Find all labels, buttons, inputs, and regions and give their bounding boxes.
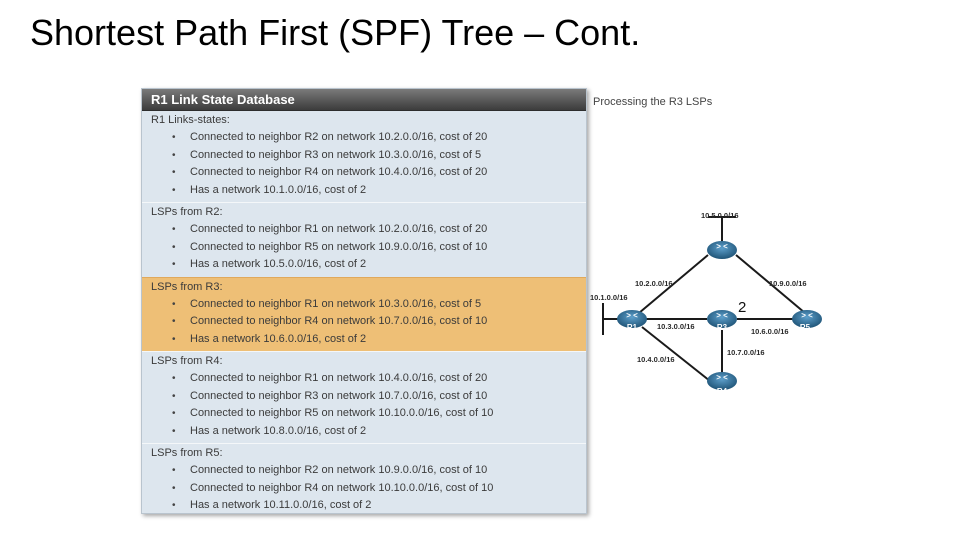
section-title: LSPs from R3: — [151, 280, 223, 293]
router-symbol: > < — [716, 373, 728, 382]
list-item: Has a network 10.8.0.0/16, cost of 2 — [142, 423, 586, 441]
list-item: Connected to neighbor R1 on network 10.2… — [142, 221, 586, 239]
router-r5: > < R5 — [792, 310, 822, 332]
list-item: Connected to neighbor R1 on network 10.3… — [142, 296, 586, 314]
router-icon — [617, 310, 647, 328]
links — [602, 216, 807, 382]
section-title: R1 Links-states: — [151, 114, 230, 126]
network-topology-diagram: > < R2 > < R1 > < R3 > < R5 > < R4 10.5.… — [590, 211, 822, 396]
network-label: 10.1.0.0/16 — [590, 293, 628, 302]
router-r1: > < R1 — [617, 310, 647, 332]
list-item: Has a network 10.5.0.0/16, cost of 2 — [142, 256, 586, 274]
router-r2: > < R2 — [707, 241, 737, 267]
network-label: 10.4.0.0/16 — [637, 355, 675, 364]
section-lsps-from-r3: LSPs from R3: Connected to neighbor R1 o… — [142, 276, 586, 351]
section-lsps-from-r2: LSPs from R2: Connected to neighbor R1 o… — [142, 202, 586, 277]
link-state-database-panel: R1 Link State Database R1 Links-states: … — [141, 88, 587, 514]
router-icon — [707, 241, 737, 259]
router-icon — [792, 310, 822, 328]
link-r1-r4 — [641, 326, 711, 382]
section-lsps-from-r4: LSPs from R4: Connected to neighbor R1 o… — [142, 351, 586, 443]
list-item: Has a network 10.11.0.0/16, cost of 2 — [142, 497, 586, 515]
list-item: Connected to neighbor R4 on network 10.1… — [142, 480, 586, 498]
section-title: LSPs from R2: — [151, 206, 223, 218]
router-name: R5 — [800, 323, 811, 332]
list-item: Connected to neighbor R3 on network 10.3… — [142, 147, 586, 165]
router-name: R4 — [717, 387, 728, 396]
network-label: 10.7.0.0/16 — [727, 348, 765, 357]
router-icon — [707, 310, 737, 328]
network-label: 10.5.0.0/16 — [701, 211, 739, 220]
list-item: Connected to neighbor R2 on network 10.2… — [142, 129, 586, 147]
section-title: LSPs from R5: — [151, 447, 223, 459]
step-number: 2 — [738, 299, 746, 316]
link-r1-r2 — [638, 254, 709, 314]
section-r1-link-states: R1 Links-states: Connected to neighbor R… — [142, 111, 586, 202]
list-item: Connected to neighbor R2 on network 10.9… — [142, 462, 586, 480]
list-item: Connected to neighbor R4 on network 10.4… — [142, 164, 586, 182]
router-symbol: > < — [716, 242, 728, 251]
router-symbol: > < — [626, 311, 638, 320]
list-item: Connected to neighbor R5 on network 10.1… — [142, 405, 586, 423]
network-label: 10.3.0.0/16 — [657, 322, 695, 331]
list-item: Connected to neighbor R4 on network 10.7… — [142, 313, 586, 331]
diagram-caption: Processing the R3 LSPs — [593, 96, 713, 108]
router-icon — [707, 372, 737, 390]
network-label: 10.2.0.0/16 — [635, 279, 673, 288]
slide-title: Shortest Path First (SPF) Tree – Cont. — [30, 12, 641, 53]
router-name: R3 — [717, 323, 728, 332]
router-symbol: > < — [716, 311, 728, 320]
list-item: Has a network 10.6.0.0/16, cost of 2 — [142, 331, 586, 349]
network-label: 10.9.0.0/16 — [769, 279, 807, 288]
router-name: R2 — [717, 258, 728, 267]
list-item: Has a network 10.1.0.0/16, cost of 2 — [142, 182, 586, 200]
section-title: LSPs from R4: — [151, 355, 223, 367]
router-symbol: > < — [801, 311, 813, 320]
router-name: R1 — [627, 323, 638, 332]
database-header: R1 Link State Database — [142, 89, 586, 111]
network-label: 10.6.0.0/16 — [751, 327, 789, 336]
router-r3: > < R3 — [707, 310, 737, 332]
list-item: Connected to neighbor R5 on network 10.9… — [142, 239, 586, 257]
list-item: Connected to neighbor R3 on network 10.7… — [142, 388, 586, 406]
link-r2-r5 — [735, 254, 806, 314]
router-r4: > < R4 — [707, 372, 737, 396]
section-lsps-from-r5: LSPs from R5: Connected to neighbor R2 o… — [142, 443, 586, 518]
list-item: Connected to neighbor R1 on network 10.4… — [142, 370, 586, 388]
